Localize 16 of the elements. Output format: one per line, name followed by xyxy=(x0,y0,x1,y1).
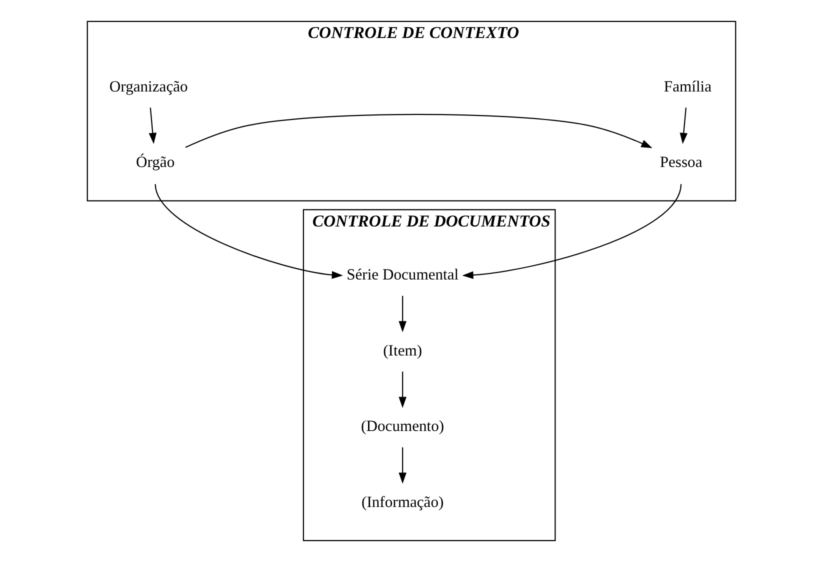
arrow xyxy=(680,108,688,144)
node-text: Família xyxy=(664,78,712,96)
arrow xyxy=(398,447,406,484)
node-text: (Documento) xyxy=(361,418,444,436)
arrow xyxy=(398,372,406,408)
node-text: (Informação) xyxy=(362,494,444,511)
arrow xyxy=(148,108,157,144)
node-text: (Item) xyxy=(383,342,422,360)
node-text: Órgão xyxy=(136,154,175,172)
arrow xyxy=(154,184,344,279)
node-text: Série Documental xyxy=(346,266,459,284)
node-text: Pessoa xyxy=(660,154,702,172)
arrow xyxy=(398,296,406,332)
arrow xyxy=(462,184,682,279)
arrow xyxy=(185,114,652,148)
node-text: Organização xyxy=(109,78,188,96)
